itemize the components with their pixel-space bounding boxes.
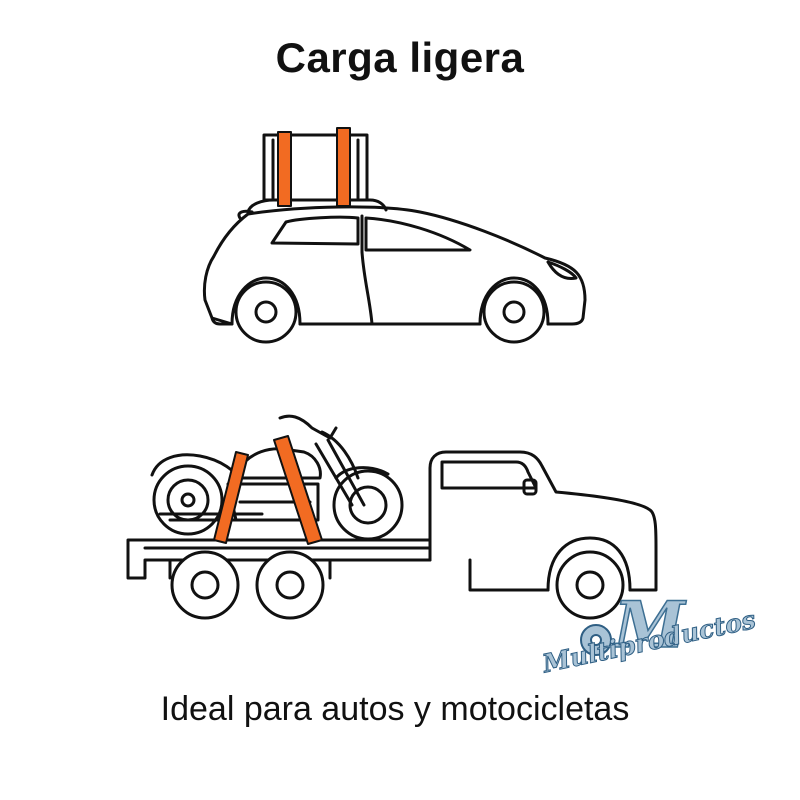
car-body (202, 205, 587, 326)
truck-front-wheel (555, 550, 625, 620)
strap-right (336, 127, 351, 207)
watermark-monogram: M (613, 588, 685, 663)
car-front-wheel (482, 280, 546, 344)
page-title: Carga ligera (275, 34, 525, 81)
motorcycle-rear-wheel (152, 464, 224, 536)
front-wheel-arch (478, 276, 550, 326)
truck-cab (428, 450, 658, 592)
car-window-front (364, 216, 472, 252)
motorcycle-front-wheel (332, 469, 404, 541)
caption: Ideal para autos y motocicletas (160, 690, 630, 728)
truck-mirror (522, 478, 538, 496)
trailer-wheel-1 (170, 550, 240, 620)
car-illustration (202, 127, 587, 344)
car-window-rear (270, 215, 360, 246)
strap-motorcycle-left (213, 451, 249, 544)
strap-left (277, 131, 292, 207)
fuel-tank (236, 447, 322, 480)
car-rear-wheel (234, 280, 298, 344)
strap-motorcycle-right (273, 435, 323, 545)
rear-wheel-arch (230, 276, 302, 326)
roof-rack (246, 198, 388, 214)
watermark-wheel-emblem (580, 624, 612, 656)
truck-window (440, 460, 538, 490)
trailer-wheel-2 (255, 550, 325, 620)
motorcycle (150, 414, 404, 541)
front-fork (326, 438, 366, 507)
door-line (360, 214, 374, 326)
handlebar (278, 414, 338, 440)
truck-illustration (126, 414, 658, 620)
headlight (546, 260, 578, 280)
